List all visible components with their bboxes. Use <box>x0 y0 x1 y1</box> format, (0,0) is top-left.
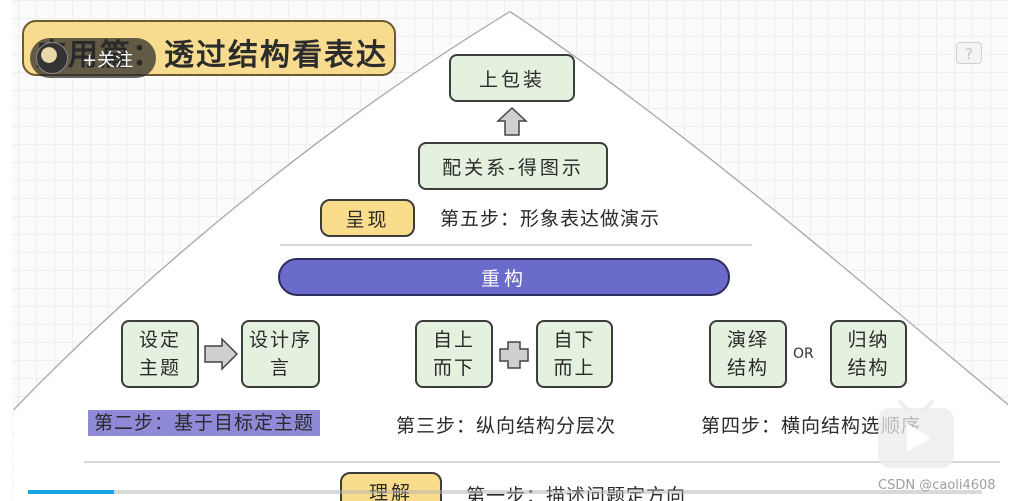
step5-caption: 第五步：形象表达做演示 <box>440 204 660 231</box>
step2-caption: 第二步：基于目标定主题 <box>88 408 320 435</box>
right-margin <box>1008 0 1016 501</box>
avatar[interactable] <box>36 42 68 74</box>
watermark: CSDN @caoli4608 <box>878 478 996 493</box>
or-label: OR <box>793 346 814 362</box>
follow-label[interactable]: +关注 <box>82 46 133 72</box>
video-progress-bar[interactable] <box>28 490 982 494</box>
step2-highlight: 第二步：基于目标定主题 <box>88 410 320 436</box>
restructure-bar: 重构 <box>278 258 730 296</box>
top-down-box: 自上而下 <box>415 320 493 388</box>
understand-tag: 理解 <box>340 472 442 501</box>
video-progress-fill <box>28 490 114 494</box>
top-packaging-box: 上包装 <box>449 54 575 102</box>
relation-diagram-box: 配关系-得图示 <box>418 142 608 190</box>
left-margin <box>0 0 12 501</box>
bottom-up-box: 自下而上 <box>536 320 613 388</box>
play-icon[interactable] <box>876 400 956 470</box>
inductive-structure-box: 归纳结构 <box>830 320 907 388</box>
set-topic-box: 设定主题 <box>121 320 199 388</box>
design-preface-box: 设计序言 <box>241 320 320 388</box>
deductive-structure-box: 演绎结构 <box>709 320 787 388</box>
help-icon[interactable]: ? <box>956 42 982 64</box>
present-tag: 呈现 <box>320 199 415 237</box>
step3-caption: 第三步：纵向结构分层次 <box>396 411 616 438</box>
